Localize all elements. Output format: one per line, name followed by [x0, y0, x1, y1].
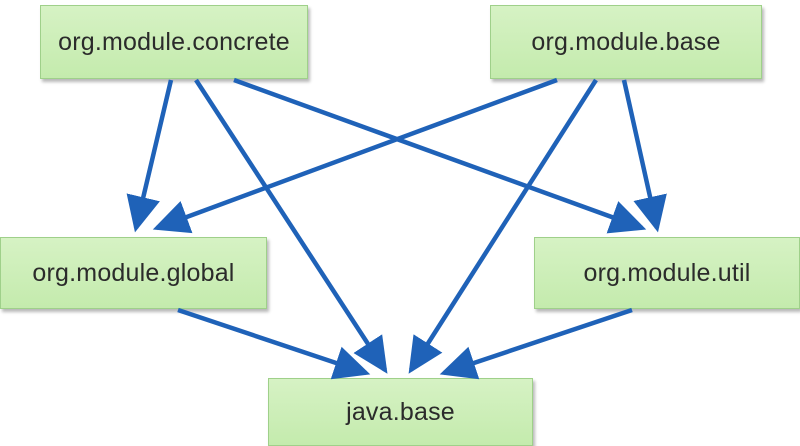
- arrow-concrete-to-global: [126, 79, 174, 233]
- node-org-module-util: org.module.util: [534, 237, 800, 309]
- node-label: org.module.global: [32, 258, 235, 287]
- arrow-concrete-to-java: [194, 78, 388, 374]
- node-label: org.module.base: [531, 27, 721, 56]
- arrow-base-to-java: [408, 78, 598, 374]
- node-label: org.module.util: [583, 258, 751, 287]
- node-label: java.base: [346, 397, 455, 426]
- node-label: org.module.concrete: [58, 27, 290, 56]
- node-org-module-base: org.module.base: [490, 5, 762, 79]
- arrow-concrete-to-util: [233, 77, 647, 234]
- node-org-module-concrete: org.module.concrete: [40, 5, 308, 79]
- node-org-module-global: org.module.global: [0, 237, 267, 309]
- arrow-global-to-java: [177, 307, 371, 380]
- arrow-util-to-java: [439, 307, 633, 380]
- arrow-base-to-global: [152, 77, 558, 234]
- node-java-base: java.base: [268, 378, 533, 446]
- arrow-base-to-util: [621, 79, 667, 233]
